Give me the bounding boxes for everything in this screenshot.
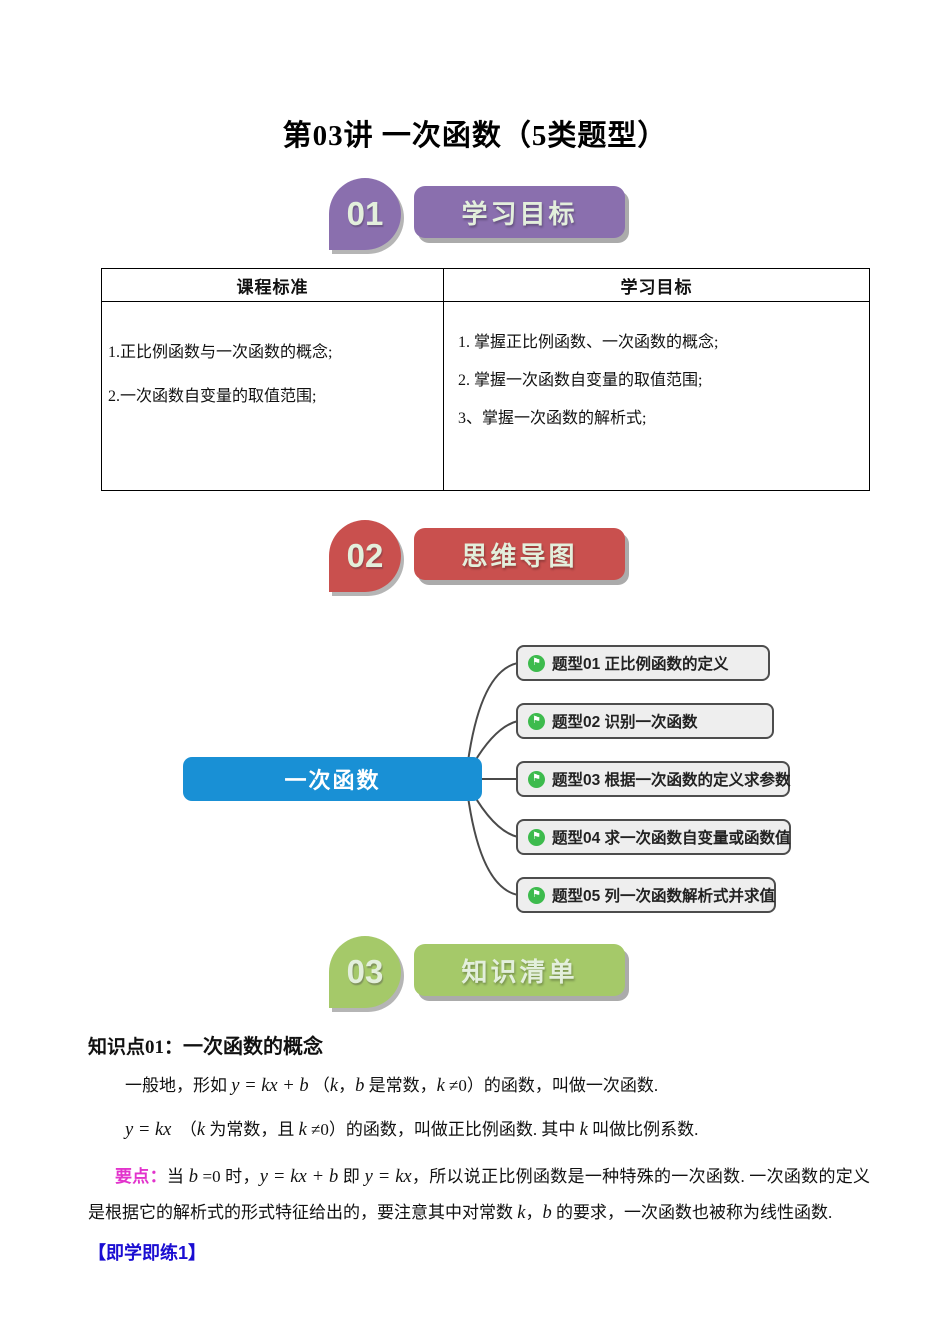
section-number: 01	[346, 195, 384, 232]
mindmap: 一次函数 题型01 正比例函数的定义 题型02 识别一次函数 题型03 根据一次…	[0, 625, 950, 925]
section-title-banner: 知识清单	[414, 944, 625, 996]
section-title: 思维导图	[461, 540, 578, 571]
objective-item: 1. 掌握正比例函数、一次函数的概念;	[458, 334, 719, 351]
flag-icon	[528, 886, 545, 904]
definition-paragraph-2: y = kx （k 为常数，且 k ≠0）的函数，叫做正比例函数. 其中 k 叫…	[125, 1120, 699, 1140]
section-number-badge: 03	[329, 936, 401, 1008]
section-header-2: 02 思维导图	[0, 520, 950, 596]
objective-item: 2. 掌握一次函数自变量的取值范围;	[458, 372, 703, 389]
table-header-row: 课程标准 学习目标	[101, 268, 870, 302]
mindmap-branch-2: 题型02 识别一次函数	[516, 703, 774, 739]
branch-label: 题型01 正比例函数的定义	[552, 656, 729, 673]
branch-label: 题型03 根据一次函数的定义求参数	[552, 772, 791, 789]
mindmap-branch-1: 题型01 正比例函数的定义	[516, 645, 770, 681]
branch-label: 题型02 识别一次函数	[552, 714, 698, 731]
standard-item: 1.正比例函数与一次函数的概念;	[108, 344, 333, 361]
table-header-objectives: 学习目标	[443, 268, 870, 302]
section-number-badge: 01	[329, 178, 401, 250]
practice-heading: 【即学即练1】	[88, 1243, 207, 1263]
section-title-banner: 思维导图	[414, 528, 625, 580]
flag-icon	[528, 828, 545, 846]
mindmap-branch-4: 题型04 求一次函数自变量或函数值	[516, 819, 791, 855]
knowledge-heading: 知识点01：一次函数的概念	[88, 1036, 324, 1058]
section-number: 02	[346, 537, 384, 574]
section-header-3: 03 知识清单	[0, 936, 950, 1012]
section-number-badge: 02	[329, 520, 401, 592]
mindmap-branch-5: 题型05 列一次函数解析式并求值	[516, 877, 776, 913]
objective-item: 3、掌握一次函数的解析式;	[458, 410, 647, 427]
flag-icon	[528, 770, 545, 788]
table-header-standards: 课程标准	[101, 268, 444, 302]
course-table: 课程标准 学习目标 1.正比例函数与一次函数的概念; 2.一次函数自变量的取值范…	[101, 268, 870, 491]
definition-paragraph-1: 一般地，形如 y = kx + b （k，b 是常数，k ≠0）的函数，叫做一次…	[125, 1076, 659, 1096]
page-title: 第03讲 一次函数（5类题型）	[282, 120, 668, 152]
standards-cell: 1.正比例函数与一次函数的概念; 2.一次函数自变量的取值范围;	[101, 301, 444, 491]
keypoint-paragraph: 要点：当 b =0 时，y = kx + b 即 y = kx，所以说正比例函数…	[88, 1167, 871, 1223]
standard-item: 2.一次函数自变量的取值范围;	[108, 388, 317, 405]
section-title: 学习目标	[461, 198, 578, 229]
branch-label: 题型05 列一次函数解析式并求值	[552, 888, 776, 905]
flag-icon	[528, 654, 545, 672]
section-number: 03	[346, 953, 384, 990]
table-body-row: 1.正比例函数与一次函数的概念; 2.一次函数自变量的取值范围; 1. 掌握正比…	[101, 301, 870, 491]
section-header-1: 01 学习目标	[0, 178, 950, 254]
flag-icon	[528, 712, 545, 730]
mindmap-branch-3: 题型03 根据一次函数的定义求参数	[516, 761, 791, 797]
branch-label: 题型04 求一次函数自变量或函数值	[552, 830, 791, 847]
section-title-banner: 学习目标	[414, 186, 625, 238]
section-title: 知识清单	[461, 956, 578, 987]
objectives-cell: 1. 掌握正比例函数、一次函数的概念; 2. 掌握一次函数自变量的取值范围; 3…	[443, 301, 870, 491]
mindmap-center-node: 一次函数	[183, 757, 482, 801]
knowledge-section: 知识点01：一次函数的概念 一般地，形如 y = kx + b （k，b 是常数…	[88, 1030, 870, 1265]
